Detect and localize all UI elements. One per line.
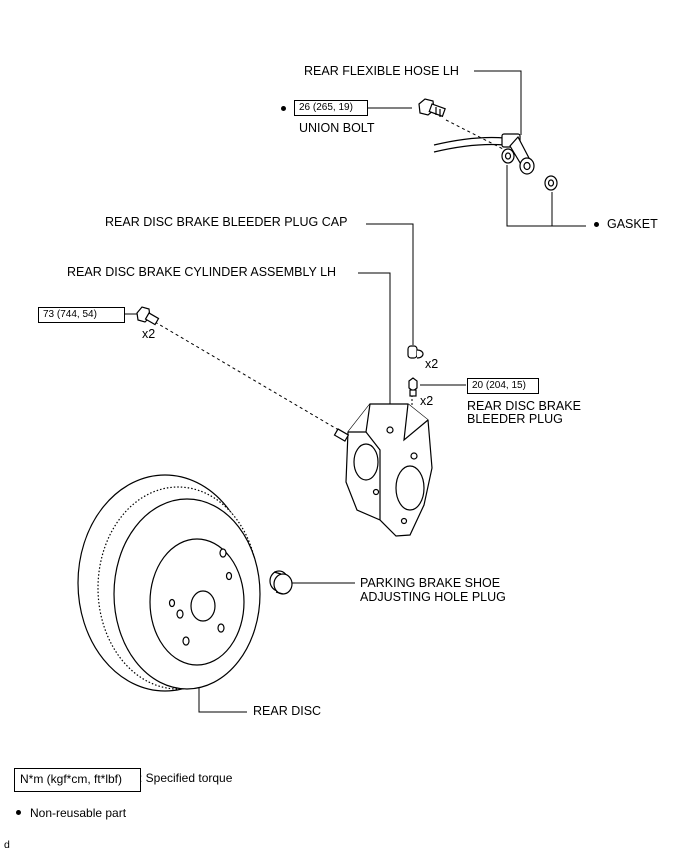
- label-parking-plug-line1: PARKING BRAKE SHOE: [360, 576, 501, 590]
- union-bolt: [418, 98, 446, 118]
- torque-box-caliper-bolt: 73 (744, 54): [38, 307, 125, 323]
- label-bleeder-plug-line2: BLEEDER PLUG: [467, 412, 563, 426]
- label-gasket: GASKET: [607, 217, 658, 231]
- label-union-bolt: UNION BOLT: [299, 121, 375, 135]
- qty-caliper-bolt: x2: [142, 327, 156, 341]
- leader-bleeder-cap: [366, 223, 414, 345]
- label-rear-flexible-hose: REAR FLEXIBLE HOSE LH: [304, 64, 459, 78]
- rear-flexible-hose: [433, 133, 535, 175]
- label-cylinder-assembly: REAR DISC BRAKE CYLINDER ASSEMBLY LH: [67, 265, 337, 279]
- label-bleeder-plug-cap: REAR DISC BRAKE BLEEDER PLUG CAP: [105, 215, 348, 229]
- nonreusable-bullet-union-bolt: [281, 106, 286, 111]
- torque-box-union-bolt: 26 (265, 19): [294, 100, 368, 116]
- bleeder-plug: [408, 377, 418, 397]
- corner-mark: d: [4, 839, 10, 851]
- label-bleeder-plug-line1: REAR DISC BRAKE: [467, 399, 581, 413]
- brake-cylinder-assembly: [333, 403, 433, 537]
- legend-torque-box: N*m (kgf*cm, ft*lbf): [14, 768, 141, 792]
- legend-nonreusable-desc: Non-reusable part: [30, 806, 127, 820]
- leader-cylinder: [358, 272, 391, 404]
- label-rear-disc: REAR DISC: [253, 704, 322, 718]
- legend-bullet: [16, 810, 21, 815]
- rear-disc: [77, 474, 261, 692]
- qty-bleeder-plug: x2: [420, 394, 434, 408]
- bleeder-plug-cap: [407, 345, 424, 359]
- leader-gasket: [506, 165, 586, 227]
- label-parking-plug-line2: ADJUSTING HOLE PLUG: [360, 590, 506, 604]
- nonreusable-bullet-gasket: [594, 222, 599, 227]
- torque-box-bleeder-plug: 20 (204, 15): [467, 378, 539, 394]
- caliper-bolt: [136, 306, 160, 326]
- legend-torque-desc: : Specified torque: [139, 771, 233, 785]
- gaskets: [501, 148, 558, 191]
- qty-bleeder-cap: x2: [425, 357, 439, 371]
- parking-brake-hole-plug: [269, 570, 293, 595]
- leader-flexible-hose: [474, 70, 522, 135]
